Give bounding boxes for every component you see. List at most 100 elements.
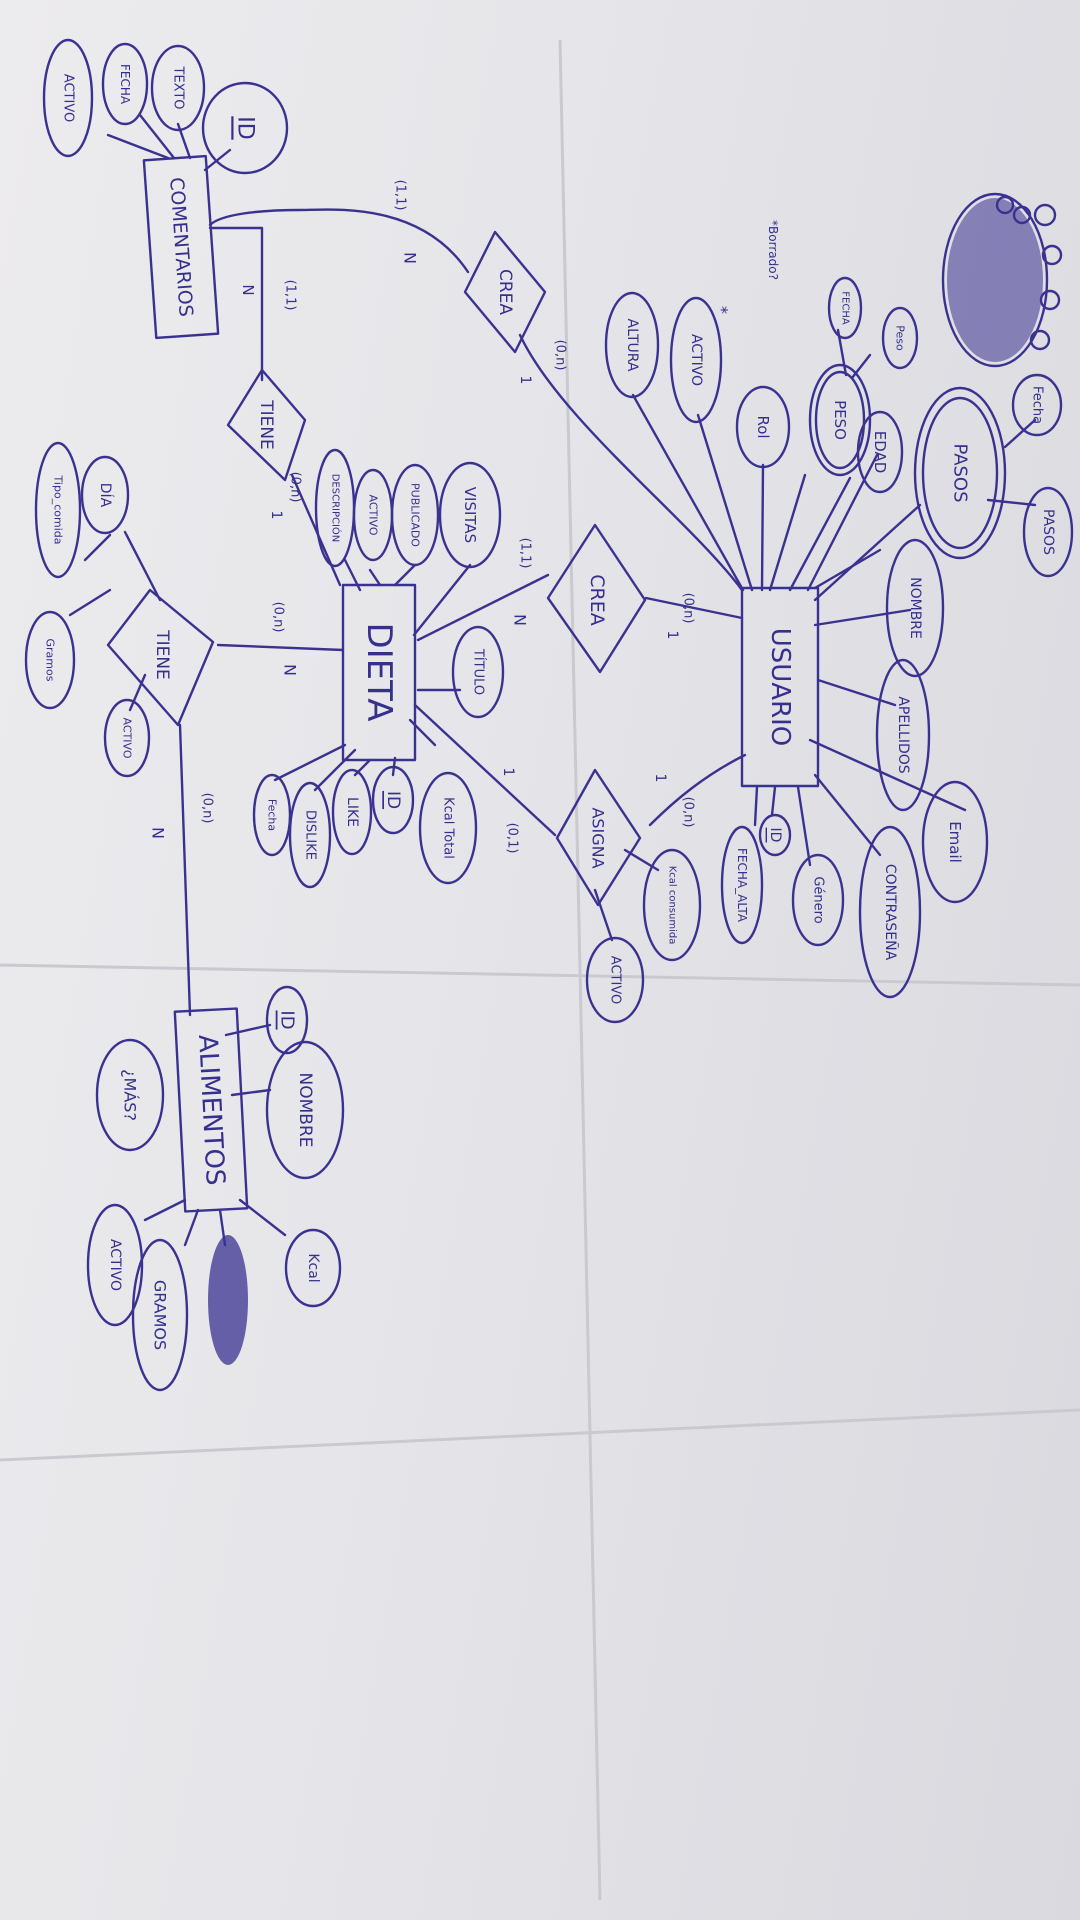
- attr-label: ID: [383, 791, 403, 809]
- attr-label: TEXTO: [171, 65, 186, 109]
- attr-peso-peso[interactable]: Peso: [881, 306, 919, 370]
- attr-peso-fecha[interactable]: FECHA: [827, 276, 863, 340]
- attr-label: ACTIVO: [367, 495, 380, 536]
- card-tiene-comentario-dieta: (0,n): [288, 472, 303, 503]
- attr-usuario-nombre[interactable]: NOMBRE: [885, 538, 945, 678]
- attr-label: ACTIVO: [608, 956, 623, 1004]
- entity-usuario[interactable]: USUARIO: [740, 586, 820, 788]
- attr-alimentos-gramos[interactable]: GRAMOS: [131, 1238, 189, 1392]
- attr-label: Gramos: [44, 639, 57, 682]
- entity-alimentos[interactable]: ALIMENTOS: [173, 1007, 249, 1213]
- connector-lines: [68, 113, 1037, 1247]
- attr-dieta-fecha[interactable]: Fecha: [252, 773, 292, 857]
- scribble-drawing: [941, 192, 1063, 368]
- attr-label: Fecha: [266, 799, 279, 831]
- attr-dieta-activo[interactable]: ACTIVO: [352, 468, 394, 562]
- attr-alimentos-kcal[interactable]: Kcal: [284, 1228, 342, 1308]
- attr-pasos-fecha[interactable]: Fecha: [1011, 373, 1063, 437]
- attr-label: CONTRASEÑA: [882, 864, 899, 961]
- card-alimentos-tiene: (0,n): [200, 793, 215, 824]
- relationship-crea-dieta-label: CREA: [586, 574, 608, 625]
- attr-tiene-tipo-comida[interactable]: Tipo_comida: [34, 441, 82, 579]
- attr-label: PESO: [831, 400, 849, 440]
- card-asigna-one-usuario: 1: [652, 774, 668, 783]
- card-crea-comentario-one: 1: [517, 376, 533, 385]
- attr-dieta-publicado[interactable]: PUBLICADO: [390, 463, 440, 567]
- attr-dieta-titulo[interactable]: TÍTULO: [451, 625, 505, 719]
- relationship-crea-dieta[interactable]: CREA: [546, 523, 647, 674]
- attr-label: Kcal consumida: [667, 866, 678, 945]
- attr-usuario-id[interactable]: ID: [758, 813, 792, 857]
- attr-dieta-like[interactable]: LIKE: [331, 768, 373, 856]
- attr-label: LIKE: [344, 797, 360, 827]
- attr-pasos-pasos[interactable]: PASOS: [1022, 486, 1074, 578]
- attr-label: ALTURA: [624, 319, 640, 372]
- attr-usuario-rol[interactable]: Rol: [735, 385, 791, 469]
- attr-label: FECHA: [840, 291, 851, 325]
- attr-label: Rol: [754, 415, 772, 438]
- attr-label: FECHA: [118, 64, 132, 105]
- card-crea-dieta-one: 1: [664, 631, 680, 640]
- card-dieta-crea: (1,1): [518, 538, 533, 569]
- entity-alimentos-label: ALIMENTOS: [192, 1034, 230, 1186]
- attr-usuario-fecha-alta[interactable]: FECHA_ALTA: [720, 825, 764, 945]
- note-asterisk: *: [713, 306, 732, 314]
- attr-alimentos-scribbled: [208, 1235, 248, 1365]
- attr-dieta-id[interactable]: ID: [371, 765, 415, 835]
- attr-dieta-kcal-total[interactable]: Kcal Total: [418, 771, 478, 885]
- paper-folds: [0, 39, 1080, 1901]
- card-usuario-crea-dieta: (0,n): [681, 593, 696, 624]
- attr-dieta-visitas[interactable]: VISITAS: [438, 461, 502, 569]
- attr-label: ID: [233, 116, 258, 139]
- attr-label: Kcal Total: [441, 797, 456, 859]
- attr-label: ACTIVO: [688, 334, 704, 386]
- entity-comentarios[interactable]: COMENTARIOS: [142, 154, 220, 340]
- attr-comentarios-fecha[interactable]: FECHA: [101, 42, 149, 126]
- card-dieta-asigna: (0,1): [505, 823, 520, 854]
- card-tiene-alimentos-many: N: [149, 827, 168, 839]
- attr-comentarios-activo[interactable]: ACTIVO: [42, 38, 94, 158]
- relationship-asigna[interactable]: ASIGNA: [555, 768, 642, 907]
- attr-label: Género: [811, 876, 826, 923]
- relationship-tiene-alimento[interactable]: TIENE: [106, 588, 215, 727]
- card-comentario-crea: (1,1): [393, 180, 408, 211]
- cardinalities: (0,n) 1 N (1,1) (1,1) N (0,n) 1 (0,n) 1 …: [149, 180, 696, 854]
- attr-alimentos-activo[interactable]: ACTIVO: [86, 1203, 144, 1327]
- attr-usuario-altura[interactable]: ALTURA: [604, 291, 660, 399]
- card-dieta-tiene: (0,n): [271, 602, 286, 633]
- card-crea-comentario-many: N: [401, 252, 420, 264]
- entity-dieta[interactable]: DIETA: [341, 583, 417, 762]
- relationship-crea-comentario[interactable]: CREA: [463, 230, 547, 354]
- attr-label: APELLIDOS: [895, 696, 911, 773]
- attr-usuario-genero[interactable]: Género: [791, 853, 845, 947]
- attr-asigna-kcal-consumida[interactable]: Kcal consumida: [642, 848, 702, 962]
- attr-dieta-descripcion[interactable]: DESCRIPCIÓN: [314, 448, 356, 568]
- attr-label: PASOS: [1040, 509, 1056, 555]
- attr-alimentos-nombre[interactable]: NOMBRE: [265, 1040, 345, 1180]
- attr-tiene-gramos[interactable]: Gramos: [24, 610, 76, 710]
- attr-usuario-email[interactable]: Email: [921, 780, 989, 904]
- card-tiene-comentario-one: 1: [268, 511, 284, 520]
- attr-tiene-activo[interactable]: ACTIVO: [103, 698, 151, 778]
- attr-label: NOMBRE: [907, 577, 923, 639]
- attr-comentarios-texto[interactable]: TEXTO: [150, 44, 206, 132]
- attr-label: ¿MÁS?: [121, 1069, 140, 1121]
- attr-label: DÍA: [97, 483, 114, 508]
- attr-label: PUBLICADO: [409, 483, 422, 547]
- attr-usuario-contrasena[interactable]: CONTRASEÑA: [858, 825, 922, 999]
- attr-alimentos-mas[interactable]: ¿MÁS?: [95, 1038, 165, 1152]
- attr-tiene-dia[interactable]: DÍA: [80, 455, 130, 535]
- attr-usuario-activo[interactable]: ACTIVO: [669, 296, 723, 424]
- attr-dieta-dislike[interactable]: DISLIKE: [288, 781, 332, 889]
- attr-usuario-apellidos[interactable]: APELLIDOS: [875, 658, 931, 812]
- attr-alimentos-id[interactable]: ID: [265, 985, 309, 1055]
- attr-label: GRAMOS: [151, 1280, 170, 1350]
- attr-usuario-pasos[interactable]: PASOS: [913, 386, 1007, 560]
- relationship-tiene-alimento-label: TIENE: [152, 629, 172, 680]
- card-usuario-asigna: (0,n): [681, 797, 696, 828]
- attr-comentarios-id[interactable]: ID: [201, 81, 289, 175]
- relationship-tiene-comentario[interactable]: TIENE: [226, 368, 307, 482]
- attr-usuario-peso[interactable]: PESO: [808, 363, 872, 477]
- attr-asigna-activo[interactable]: ACTIVO: [585, 936, 645, 1024]
